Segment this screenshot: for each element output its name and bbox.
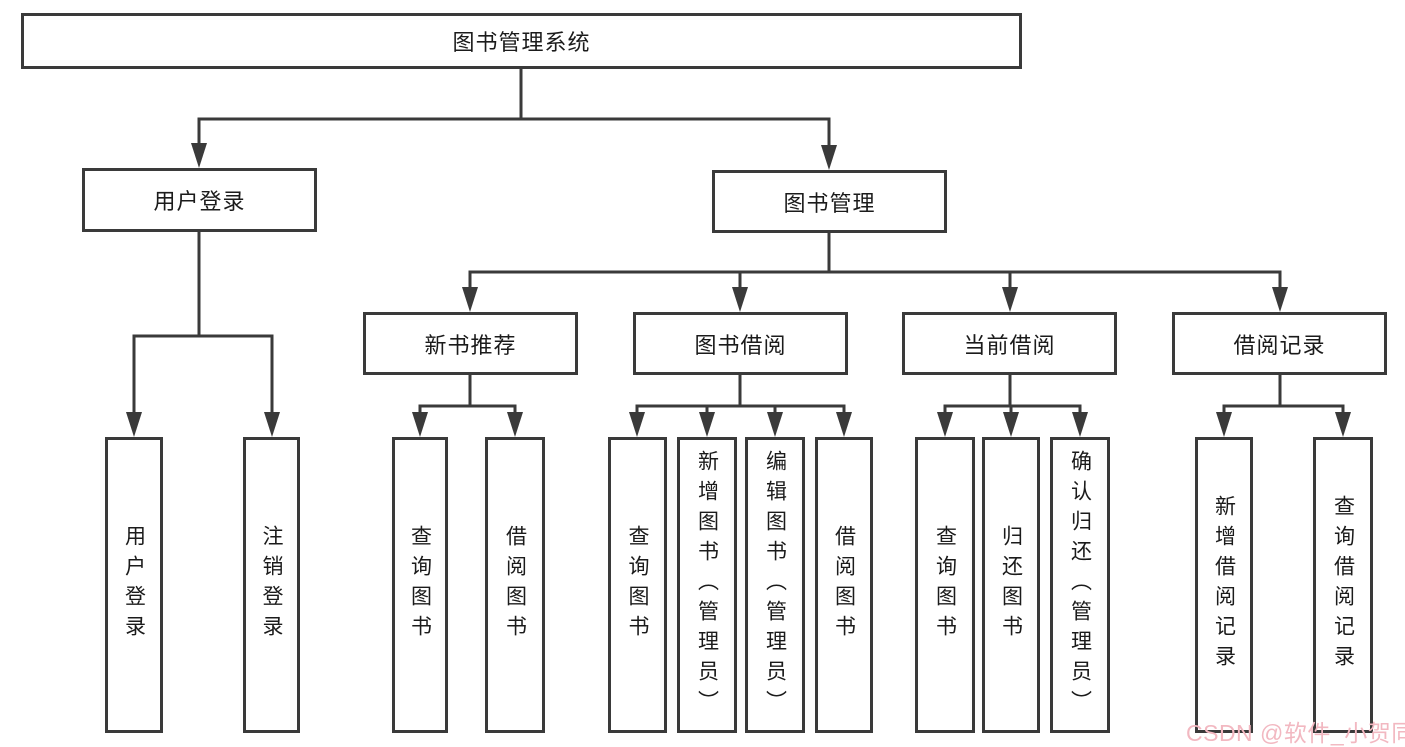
connector-new-book-children bbox=[418, 375, 517, 414]
node-label: 查询借阅记录 bbox=[1331, 495, 1355, 675]
arrow-down-icon bbox=[937, 412, 953, 437]
arrow-down-icon bbox=[629, 412, 645, 437]
node-label: 编辑图书（管理员） bbox=[763, 450, 787, 720]
arrow-down-icon bbox=[1003, 412, 1019, 437]
arrow-down-icon bbox=[1002, 287, 1018, 312]
node-leaf-return-books: 归还图书 bbox=[982, 437, 1040, 733]
arrow-down-icon bbox=[462, 287, 478, 312]
arrow-down-icon bbox=[1272, 287, 1288, 312]
node-current-borrowing: 当前借阅 bbox=[902, 312, 1117, 375]
node-leaf-edit-books-admin: 编辑图书（管理员） bbox=[745, 437, 805, 733]
arrow-down-icon bbox=[264, 412, 280, 437]
node-leaf-add-borrow-record: 新增借阅记录 bbox=[1195, 437, 1253, 733]
arrow-down-icon bbox=[191, 143, 207, 168]
node-root-library-system: 图书管理系统 bbox=[21, 13, 1022, 69]
node-leaf-user-login: 用户登录 bbox=[105, 437, 163, 733]
node-leaf-borrow-books-1: 借阅图书 bbox=[485, 437, 545, 733]
node-leaf-confirm-return-admin: 确认归还（管理员） bbox=[1050, 437, 1110, 733]
connector-current-borrow-children bbox=[943, 375, 1082, 414]
node-label: 借阅图书 bbox=[503, 525, 527, 645]
arrow-down-icon bbox=[836, 412, 852, 437]
connector-root-to-level2 bbox=[197, 69, 831, 147]
node-label: 归还图书 bbox=[999, 525, 1023, 645]
arrow-down-icon bbox=[1335, 412, 1351, 437]
connector-borrow-records-children bbox=[1222, 375, 1345, 414]
node-label: 确认归还（管理员） bbox=[1068, 450, 1092, 720]
arrow-down-icon bbox=[699, 412, 715, 437]
node-leaf-borrow-books-2: 借阅图书 bbox=[815, 437, 873, 733]
node-leaf-query-books-1: 查询图书 bbox=[392, 437, 448, 733]
node-leaf-logout: 注销登录 bbox=[243, 437, 300, 733]
node-label: 借阅图书 bbox=[832, 525, 856, 645]
node-label: 注销登录 bbox=[260, 525, 284, 645]
node-leaf-query-books-3: 查询图书 bbox=[915, 437, 975, 733]
node-label: 新增借阅记录 bbox=[1212, 495, 1236, 675]
node-label: 查询图书 bbox=[933, 525, 957, 645]
node-label: 查询图书 bbox=[408, 525, 432, 645]
node-label: 查询图书 bbox=[626, 525, 650, 645]
node-label: 新增图书（管理员） bbox=[695, 450, 719, 720]
node-book-management: 图书管理 bbox=[712, 170, 947, 233]
node-user-login: 用户登录 bbox=[82, 168, 317, 232]
connector-user-login-children bbox=[132, 232, 274, 414]
arrow-down-icon bbox=[507, 412, 523, 437]
arrow-down-icon bbox=[767, 412, 783, 437]
arrow-down-icon bbox=[126, 412, 142, 437]
arrow-down-icon bbox=[732, 287, 748, 312]
arrow-down-icon bbox=[412, 412, 428, 437]
node-leaf-query-books-2: 查询图书 bbox=[608, 437, 667, 733]
node-book-borrowing: 图书借阅 bbox=[633, 312, 848, 375]
node-borrowing-records: 借阅记录 bbox=[1172, 312, 1387, 375]
arrow-down-icon bbox=[821, 145, 837, 170]
node-leaf-add-books-admin: 新增图书（管理员） bbox=[677, 437, 737, 733]
node-new-book-recommendation: 新书推荐 bbox=[363, 312, 578, 375]
connector-book-mgmt-children bbox=[468, 233, 1282, 288]
arrow-down-icon bbox=[1216, 412, 1232, 437]
node-leaf-query-borrow-record: 查询借阅记录 bbox=[1313, 437, 1373, 733]
arrow-down-icon bbox=[1072, 412, 1088, 437]
csdn-watermark: CSDN @软件_小贺同学 bbox=[1186, 720, 1405, 746]
node-label: 用户登录 bbox=[122, 525, 146, 645]
connector-book-borrow-children bbox=[635, 375, 846, 414]
